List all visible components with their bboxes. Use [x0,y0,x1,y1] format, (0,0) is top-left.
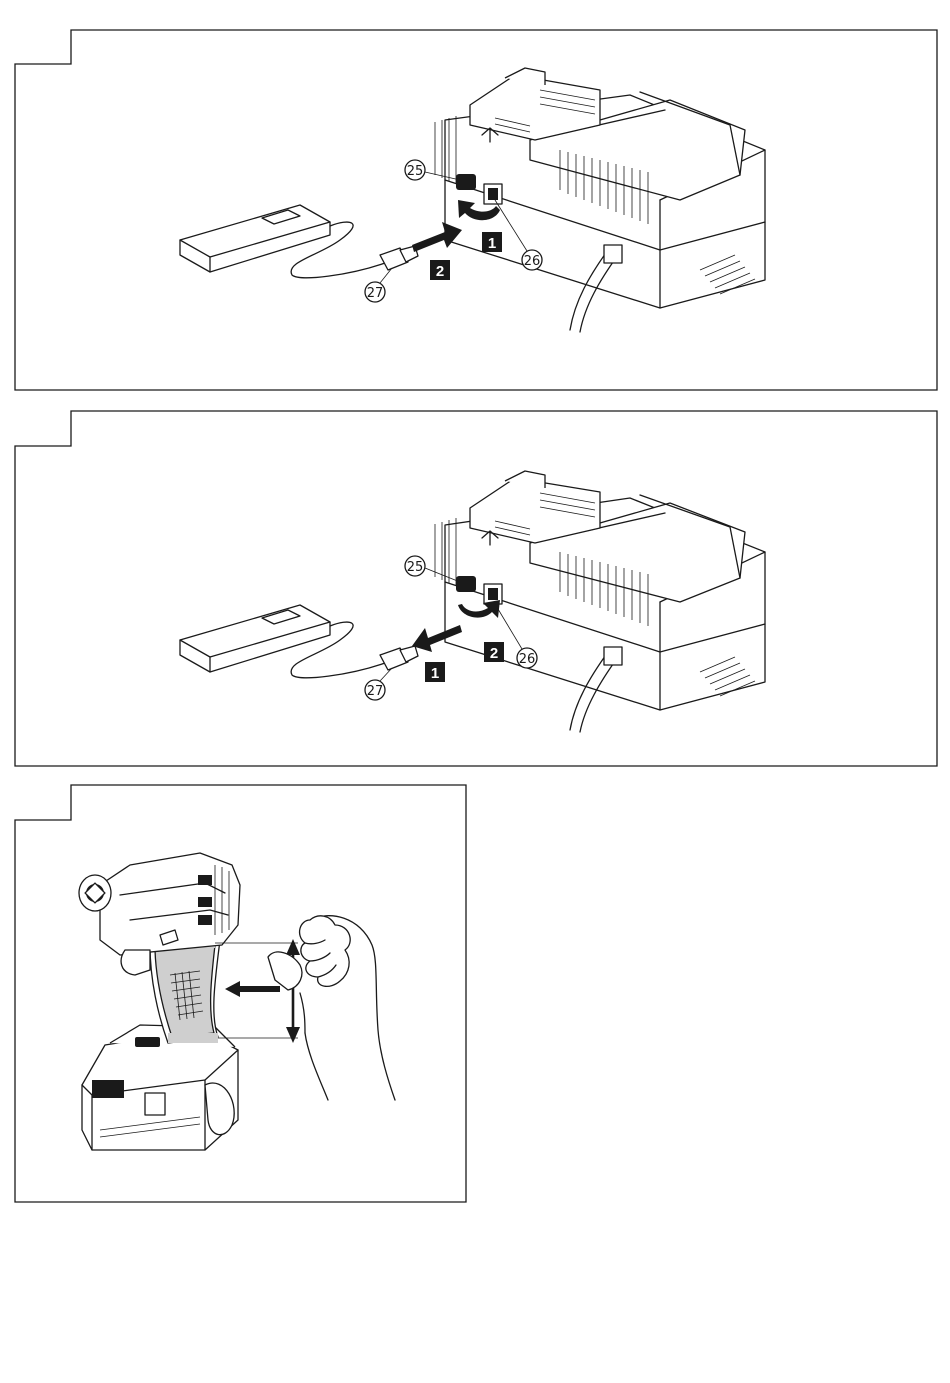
battery-indicator-icon [92,1080,124,1098]
svg-text:2: 2 [436,263,444,280]
figure-3-frame [15,785,466,1202]
step-1-badge: 1 [425,662,445,682]
figure-3-drawing [0,775,480,1215]
figure-3-grip [0,775,480,1215]
svg-text:1: 1 [488,235,496,252]
svg-text:25: 25 [407,560,424,575]
svg-text:26: 26 [524,254,541,269]
figure-1-drawing: 25 26 27 2 1 [0,0,950,400]
svg-text:27: 27 [367,286,384,301]
figure-2-usb-disconnect: 25 26 27 1 2 [0,400,950,775]
step-2-badge: 2 [430,260,450,280]
figure-1-usb-connect: 25 26 27 2 1 [0,0,950,400]
svg-text:27: 27 [367,684,384,699]
switch-lever-icon [456,174,476,190]
svg-text:26: 26 [519,652,536,667]
svg-text:25: 25 [407,164,424,179]
svg-text:2: 2 [490,645,498,662]
figure-2-drawing: 25 26 27 1 2 [0,400,950,775]
svg-text:1: 1 [431,665,439,682]
switch-lever-icon [456,576,476,592]
step-2-badge: 2 [484,642,504,662]
step-1-badge: 1 [482,232,502,252]
